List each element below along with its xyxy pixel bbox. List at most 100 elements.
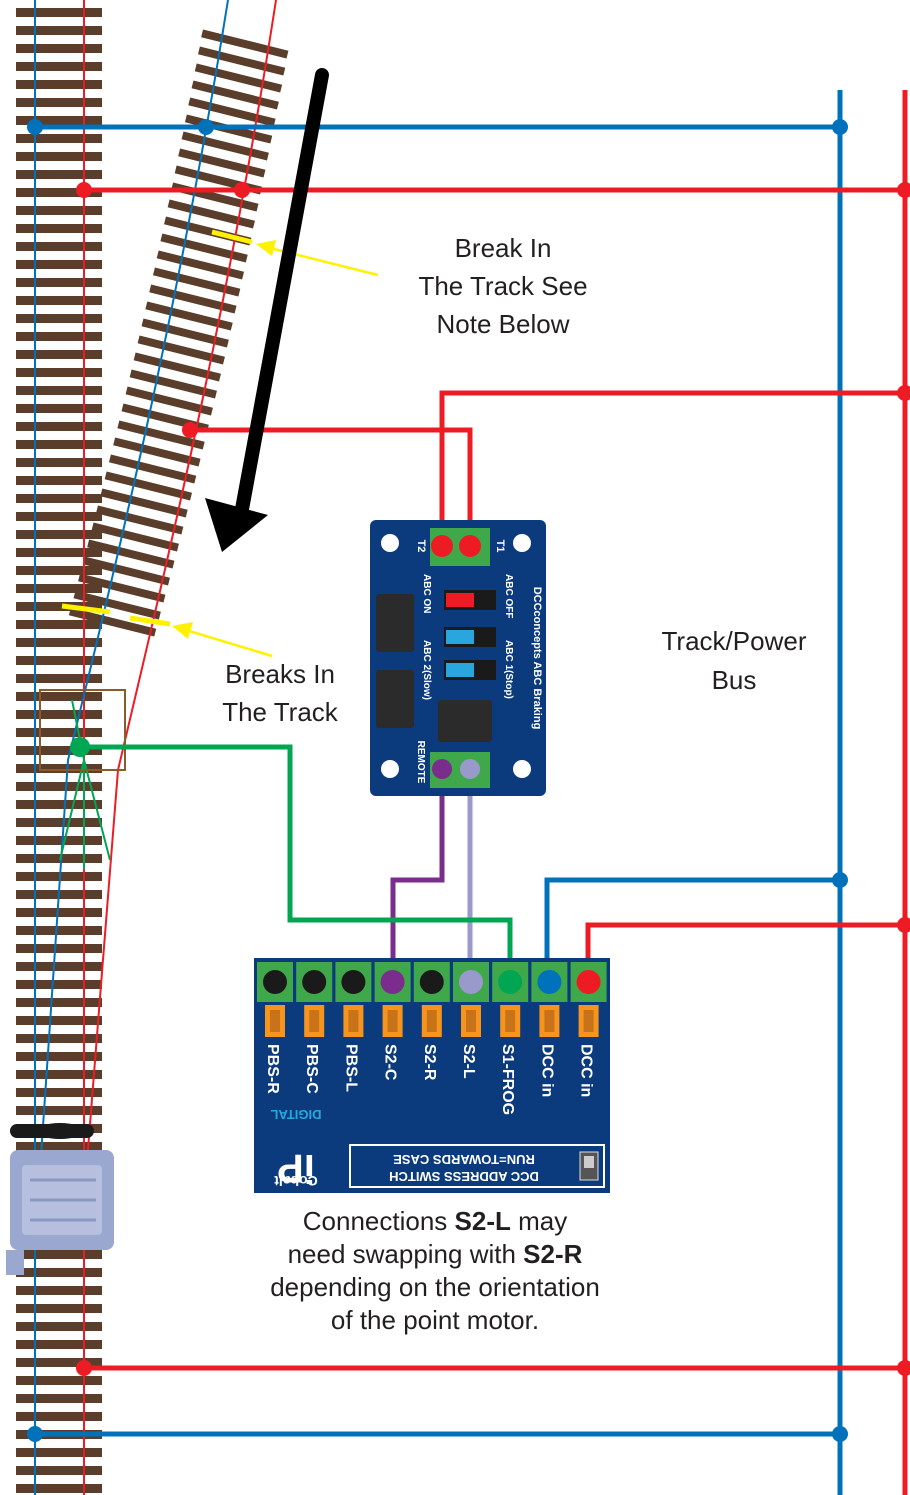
abc-diode-2 <box>376 670 414 728</box>
sleeper <box>16 548 102 557</box>
terminal-label: DCC in <box>578 1044 595 1097</box>
abc-remote-pin1 <box>432 759 452 779</box>
abc-remote-pin2 <box>460 759 480 779</box>
sleeper <box>16 314 102 323</box>
sleeper <box>16 656 102 665</box>
abc-label-stop: ABC 1(Stop) <box>503 640 514 699</box>
wire-frog <box>80 744 513 978</box>
sleeper <box>96 505 184 535</box>
terminal-screw <box>459 970 483 994</box>
sleeper <box>16 260 102 269</box>
sleeper <box>16 746 102 755</box>
abc-label-off: ABC OFF <box>503 574 514 618</box>
terminal-screw <box>380 970 405 994</box>
terminal-tab-inner <box>583 1010 594 1032</box>
sleeper <box>16 1286 102 1295</box>
wire-dcc-red <box>585 922 905 978</box>
terminal-screw <box>263 970 287 994</box>
sleeper <box>16 638 102 647</box>
abc-terminal-t1 <box>459 535 481 557</box>
abc-remote-label: REMOTE <box>415 741 426 784</box>
terminal-tab-inner <box>426 1010 437 1032</box>
terminal-tab-inner <box>505 1010 516 1032</box>
sleeper <box>117 420 205 450</box>
sleeper <box>16 134 102 143</box>
sleeper <box>16 620 102 629</box>
sleeper <box>16 1484 102 1493</box>
sleeper <box>16 530 102 539</box>
abc-t1-label: T1 <box>494 540 506 553</box>
sleeper <box>16 1070 102 1079</box>
sleeper <box>16 782 102 791</box>
sleeper <box>87 539 175 569</box>
abc-module-title: DCCconcepts ABC Braking <box>531 587 543 730</box>
sleeper <box>104 471 193 501</box>
sleeper <box>16 926 102 935</box>
sleeper <box>108 454 197 484</box>
wire-branch-to-t2 <box>190 427 473 545</box>
sleeper <box>16 1268 102 1277</box>
sleeper <box>16 692 102 701</box>
terminal-screw <box>576 970 601 994</box>
sleeper <box>125 386 213 416</box>
caption-text-4: depending on the orientation <box>270 1272 600 1302</box>
break-note-line3: Note Below <box>437 309 570 339</box>
sleeper <box>16 1394 102 1403</box>
sleeper <box>16 80 102 89</box>
sleeper <box>16 206 102 215</box>
sleeper <box>167 199 255 229</box>
wire-dcc-blue <box>544 877 840 978</box>
terminal-screw <box>419 970 444 994</box>
sleeper <box>16 476 102 485</box>
sleeper <box>82 556 170 586</box>
break-note-line2: The Track See <box>418 271 587 301</box>
sleeper <box>16 26 102 35</box>
sleeper <box>16 278 102 287</box>
caption-bold-s2r: S2-R <box>523 1239 583 1269</box>
sleeper <box>113 437 201 467</box>
sleeper <box>16 674 102 683</box>
sleeper <box>16 1466 102 1475</box>
sleeper <box>16 98 102 107</box>
sleeper <box>16 224 102 233</box>
sleeper <box>16 1106 102 1115</box>
sleeper <box>16 854 102 863</box>
terminal-tab-inner <box>309 1010 320 1032</box>
switch-label-1: DCC ADDRESS SWITCH <box>389 1169 539 1184</box>
terminal-label: S1-FROG <box>499 1044 516 1115</box>
sleeper <box>156 250 245 280</box>
wire-bus-to-t1 <box>439 390 905 545</box>
breaks-label-line1: Breaks In <box>225 659 335 689</box>
sleeper <box>16 1358 102 1367</box>
sleeper <box>16 1322 102 1331</box>
sleeper <box>16 152 102 161</box>
sleeper <box>16 386 102 395</box>
sleeper <box>16 116 102 125</box>
abc-chip <box>438 700 492 742</box>
sleeper <box>16 242 102 251</box>
terminal-label: DCC in <box>538 1044 555 1097</box>
dcc-switch-box <box>349 1144 605 1188</box>
sleeper <box>129 369 217 399</box>
sleeper <box>16 1376 102 1385</box>
terminal-label: S2-R <box>421 1044 438 1081</box>
sleeper <box>152 267 241 297</box>
sleeper <box>16 8 102 17</box>
sleeper <box>16 1250 102 1259</box>
sleeper <box>16 998 102 1007</box>
sleeper <box>16 584 102 593</box>
sleeper <box>16 332 102 341</box>
abc-label-slow: ABC 2(Slow) <box>421 640 432 700</box>
sleeper <box>133 352 221 382</box>
sleeper <box>16 368 102 377</box>
abc-diode-1 <box>376 594 414 652</box>
sleeper <box>16 170 102 179</box>
sleeper <box>16 440 102 449</box>
sleeper <box>16 836 102 845</box>
direction-arrow <box>205 68 329 552</box>
abc-braking-module: T2 T1 REMOTE DCCconcepts ABC Braking ABC… <box>370 520 546 796</box>
sleeper <box>68 607 157 637</box>
